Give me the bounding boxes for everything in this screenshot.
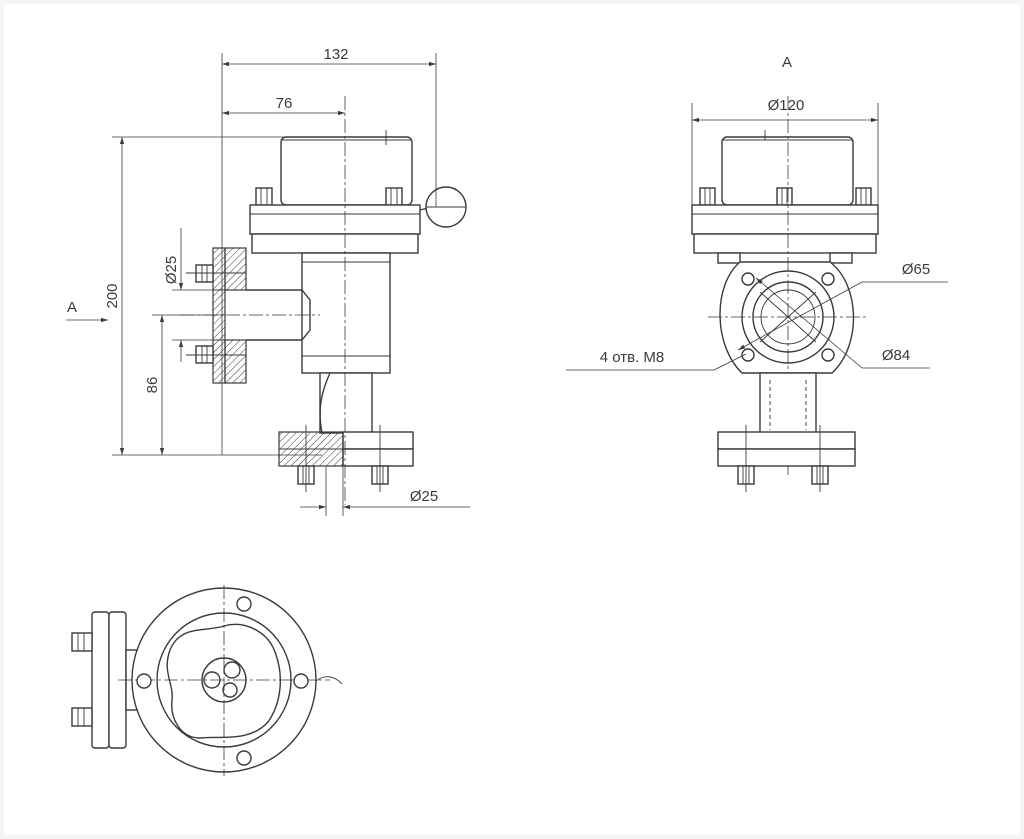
- bolt-head-right: [385, 187, 403, 206]
- lower-flange: [251, 233, 419, 254]
- side-outlet-flange-lower: [717, 448, 856, 467]
- front-view-dimensions: [66, 53, 470, 516]
- bolt-head-left: [255, 187, 273, 206]
- dim-overall-height: 200: [104, 283, 121, 308]
- drawing-sheet: 132 76 200 86 Ø25 Ø25 A: [4, 4, 1020, 835]
- outlet-flange-lower: [342, 448, 414, 467]
- label-holes: 4 отв. M8: [600, 349, 665, 366]
- view-arrow-label: A: [67, 299, 77, 316]
- dim-outlet-diameter: Ø25: [410, 488, 438, 505]
- side-view-a: [691, 96, 879, 492]
- technical-drawing: 132 76 200 86 Ø25 Ø25 A: [66, 46, 948, 776]
- outlet-flange-upper: [342, 431, 414, 450]
- dim-body-diameter: Ø120: [768, 97, 805, 114]
- top-flange-left: [91, 611, 110, 749]
- side-upper-flange: [691, 204, 879, 235]
- dim-axis-offset: 76: [276, 95, 293, 112]
- side-view-dimensions: [566, 103, 948, 371]
- side-outlet-stem: [759, 372, 817, 434]
- dim-bore-diameter: Ø65: [902, 261, 930, 278]
- inlet-flange-section: [212, 247, 226, 384]
- front-view: [180, 96, 467, 505]
- dim-outlet-height: 86: [144, 377, 161, 394]
- dim-inlet-diameter: Ø25: [163, 256, 180, 284]
- valve-body: [301, 252, 391, 374]
- side-flange-face: [719, 261, 855, 374]
- side-lower-flange: [693, 233, 877, 254]
- dim-overall-width: 132: [323, 46, 348, 63]
- side-outlet-flange-upper: [717, 431, 856, 450]
- top-view: [71, 585, 343, 776]
- inlet-pipe: [246, 289, 311, 341]
- view-title: A: [782, 54, 792, 71]
- dim-bolt-circle-diameter: Ø84: [882, 347, 910, 364]
- outlet-stem: [319, 372, 373, 434]
- upper-flange: [249, 204, 421, 235]
